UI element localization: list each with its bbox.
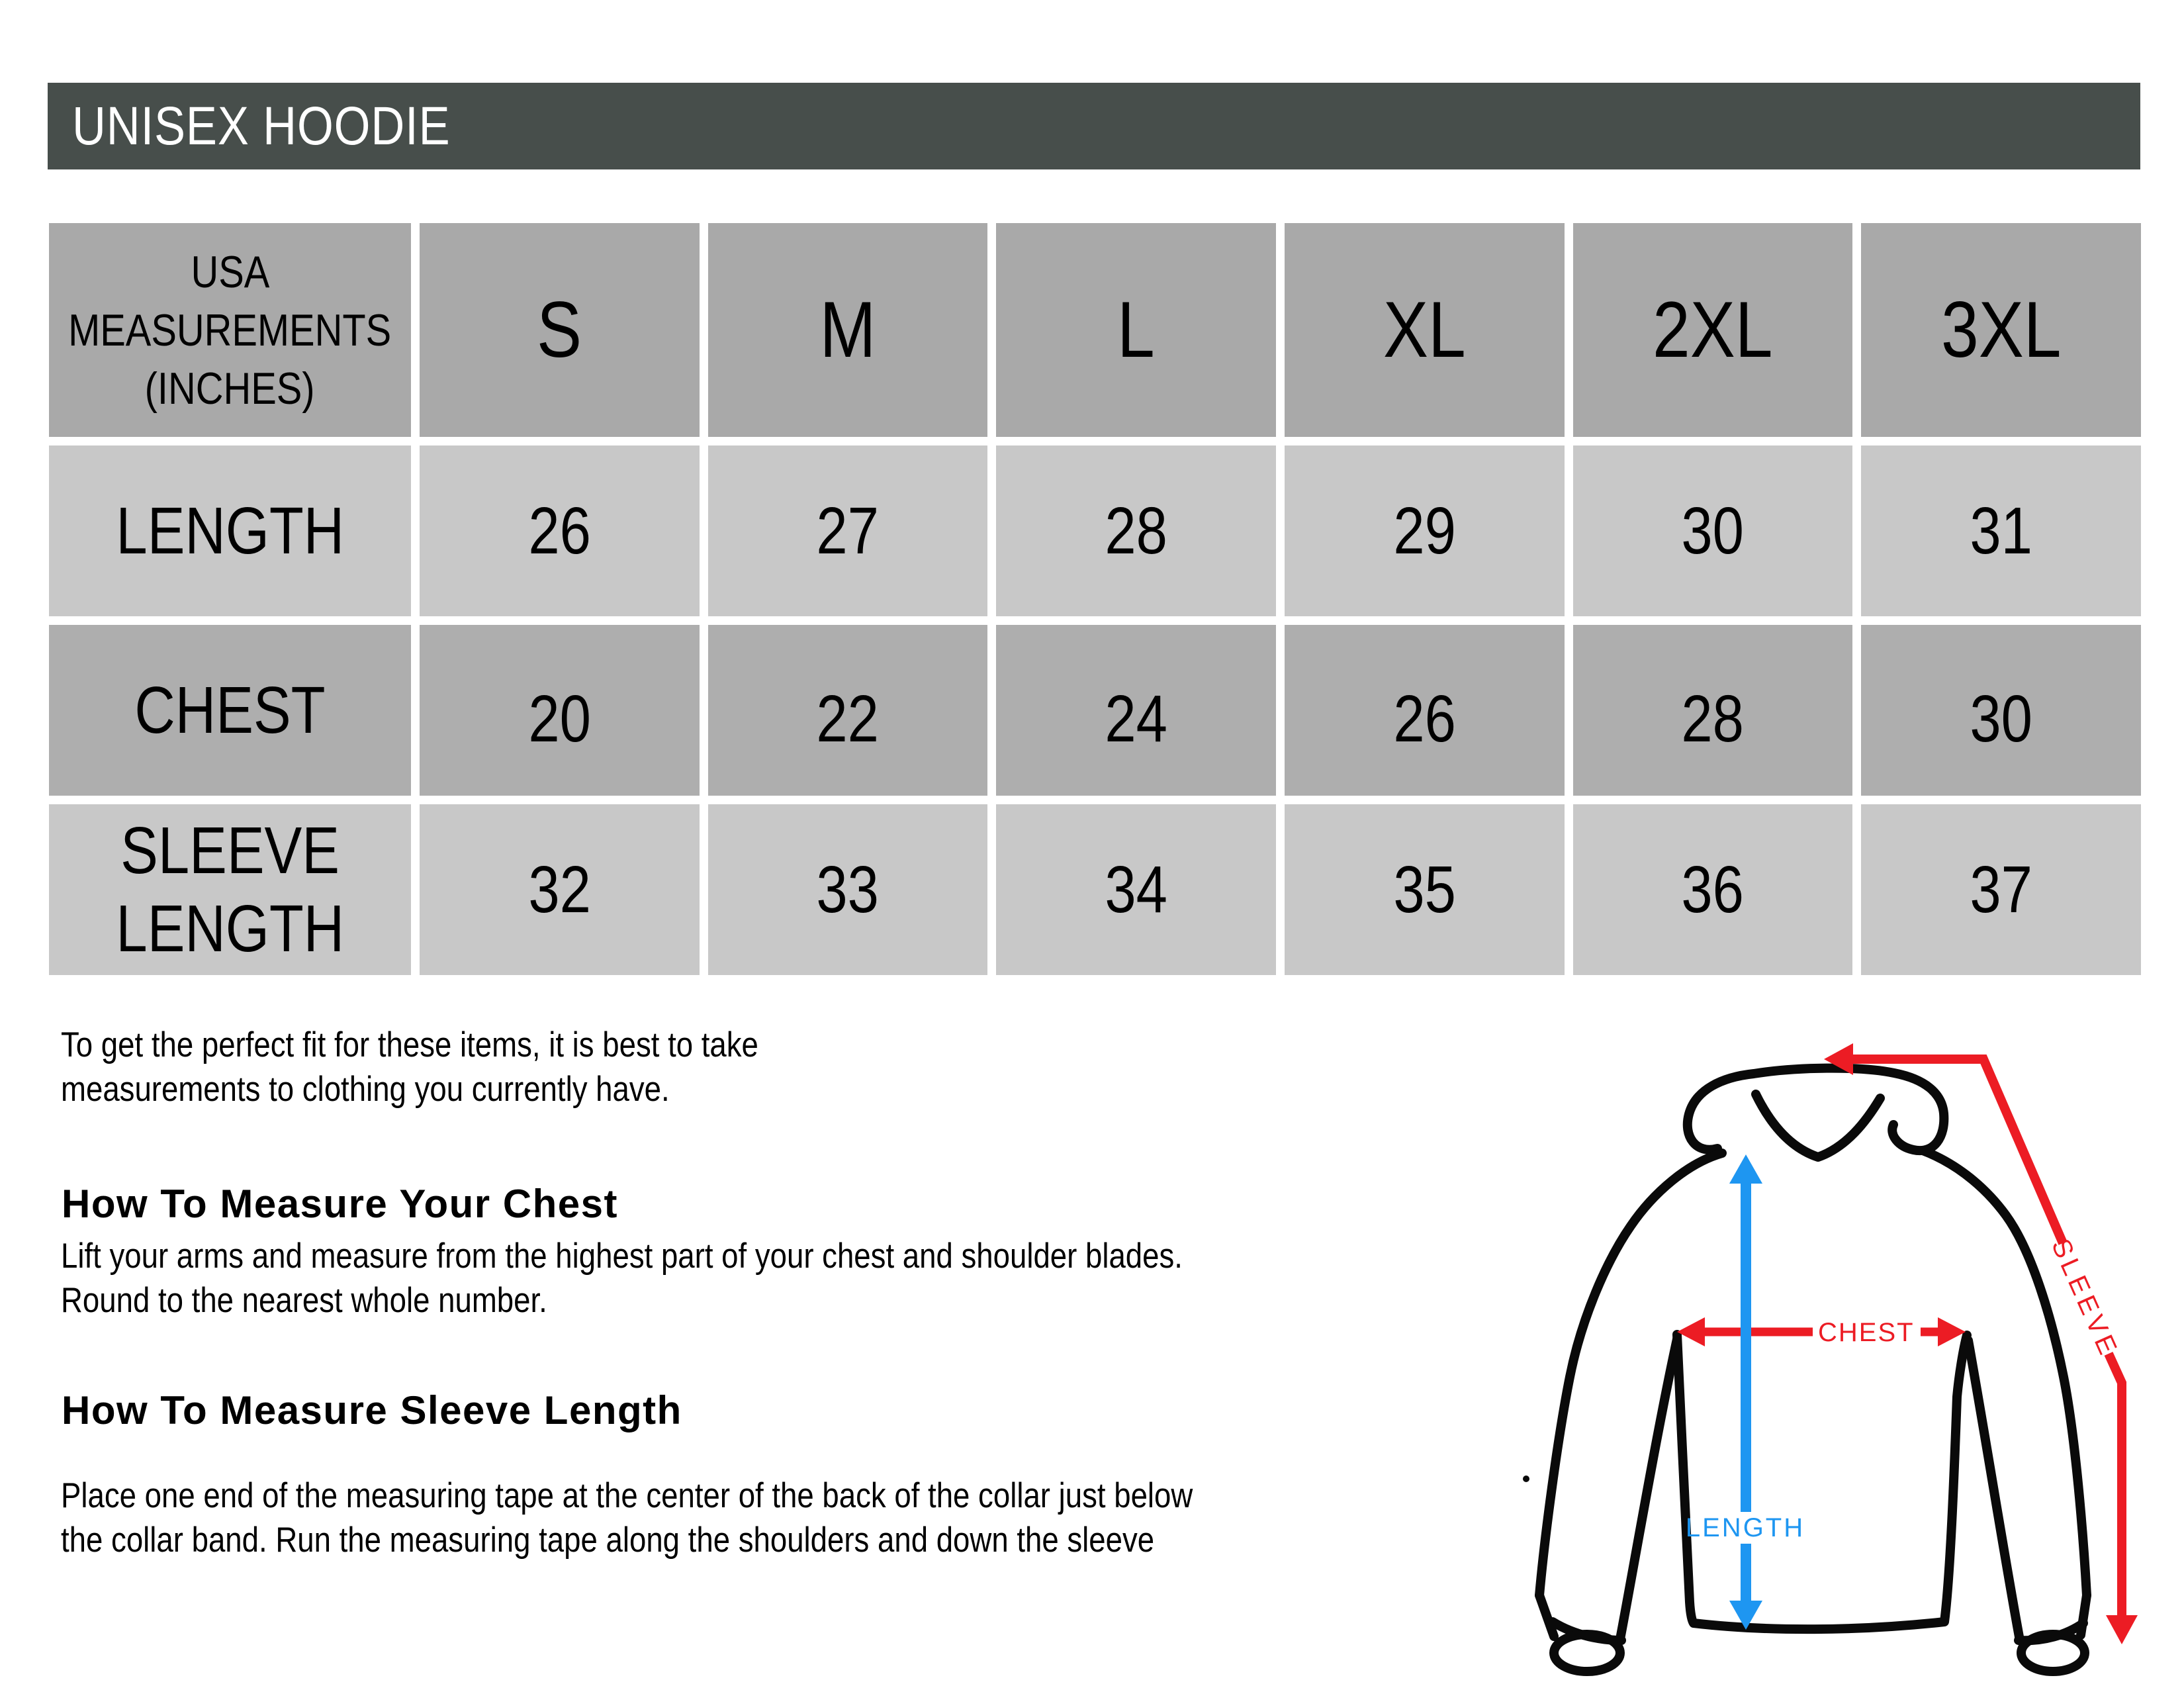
length-arrow-label: LENGTH bbox=[1686, 1513, 1805, 1542]
table-cell: 31 bbox=[1861, 445, 2141, 616]
neckline bbox=[1751, 1090, 1885, 1162]
sleeve-arrow-line bbox=[2104, 1352, 2126, 1626]
column-header-l: L bbox=[996, 223, 1276, 437]
table-cell: 34 bbox=[996, 804, 1276, 975]
sleeve-section-heading: How To Measure Sleeve Length bbox=[62, 1388, 682, 1432]
chest-section-text: Lift your arms and measure from the high… bbox=[61, 1237, 1183, 1320]
sleeve-section-text: Place one end of the measuring tape at t… bbox=[61, 1476, 1193, 1560]
right-sleeve-outer bbox=[1918, 1146, 2091, 1600]
right-sleeve-inner bbox=[1964, 1336, 2025, 1645]
table-cell: 24 bbox=[996, 625, 1276, 796]
table-cell: 26 bbox=[420, 445, 700, 616]
column-header-s: S bbox=[420, 223, 700, 437]
table-cell: 35 bbox=[1284, 804, 1565, 975]
column-header-m: M bbox=[707, 223, 988, 437]
sleeve-arrow-line bbox=[1852, 1055, 2068, 1245]
body-outline bbox=[1672, 1330, 1972, 1634]
row-label-chest: CHEST bbox=[49, 625, 411, 796]
left-sleeve-inner bbox=[1615, 1335, 1682, 1644]
table-cell: 32 bbox=[420, 804, 700, 975]
chest-arrow-label: CHEST bbox=[1818, 1318, 1915, 1347]
table-cell: 33 bbox=[707, 804, 988, 975]
chest-arrowhead-left-icon bbox=[1677, 1317, 1705, 1346]
row-label-length: LENGTH bbox=[49, 445, 411, 616]
table-cell: 28 bbox=[996, 445, 1276, 616]
table-cell: 29 bbox=[1284, 445, 1565, 616]
length-arrowhead-down-icon bbox=[1729, 1601, 1762, 1630]
sleeve-arrowhead-down-icon bbox=[2106, 1615, 2138, 1644]
stray-dot bbox=[1523, 1476, 1529, 1482]
hoodie-diagram-svg: SLEEVE CHEST LENGTH bbox=[1523, 1043, 2138, 1676]
length-arrow: LENGTH bbox=[1686, 1154, 1805, 1630]
right-cuff-side bbox=[2076, 1591, 2091, 1640]
table-cell: 22 bbox=[707, 625, 988, 796]
right-cuff-opening bbox=[2017, 1630, 2089, 1676]
table-cell: 30 bbox=[1861, 625, 2141, 796]
column-header-xl: XL bbox=[1284, 223, 1565, 437]
table-cell: 27 bbox=[707, 445, 988, 616]
row-label-sleeve-length: SLEEVE LENGTH bbox=[49, 804, 411, 975]
chest-arrow: CHEST bbox=[1677, 1317, 1966, 1347]
table-corner-header: USA MEASUREMENTS (INCHES) bbox=[49, 223, 411, 437]
table-cell: 26 bbox=[1284, 625, 1565, 796]
length-arrowhead-up-icon bbox=[1729, 1154, 1762, 1184]
table-cell: 37 bbox=[1861, 804, 2141, 975]
size-chart-table: USA MEASUREMENTS (INCHES) S M L XL 2XL 3… bbox=[49, 223, 2141, 975]
fit-note: To get the perfect fit for these items, … bbox=[61, 1025, 758, 1109]
page-title: UNISEX HOODIE bbox=[72, 95, 451, 156]
left-cuff-side bbox=[1535, 1591, 1559, 1641]
table-cell: 30 bbox=[1572, 445, 1853, 616]
hoodie-outline-icon bbox=[1535, 1063, 2091, 1676]
column-header-3xl: 3XL bbox=[1861, 223, 2141, 437]
sleeve-arrowhead-left-icon bbox=[1824, 1043, 1853, 1075]
column-header-2xl: 2XL bbox=[1572, 223, 1853, 437]
title-bar: UNISEX HOODIE bbox=[48, 83, 2140, 169]
chest-arrowhead-right-icon bbox=[1938, 1317, 1966, 1346]
table-cell: 28 bbox=[1572, 625, 1853, 796]
hood-outline bbox=[1682, 1063, 1949, 1156]
left-sleeve-outer bbox=[1535, 1149, 1727, 1600]
table-cell: 36 bbox=[1572, 804, 1853, 975]
hoodie-measurement-diagram: SLEEVE CHEST LENGTH bbox=[1489, 1006, 2184, 1688]
left-cuff-opening bbox=[1549, 1630, 1625, 1676]
chest-section-heading: How To Measure Your Chest bbox=[62, 1182, 618, 1226]
table-cell: 20 bbox=[420, 625, 700, 796]
